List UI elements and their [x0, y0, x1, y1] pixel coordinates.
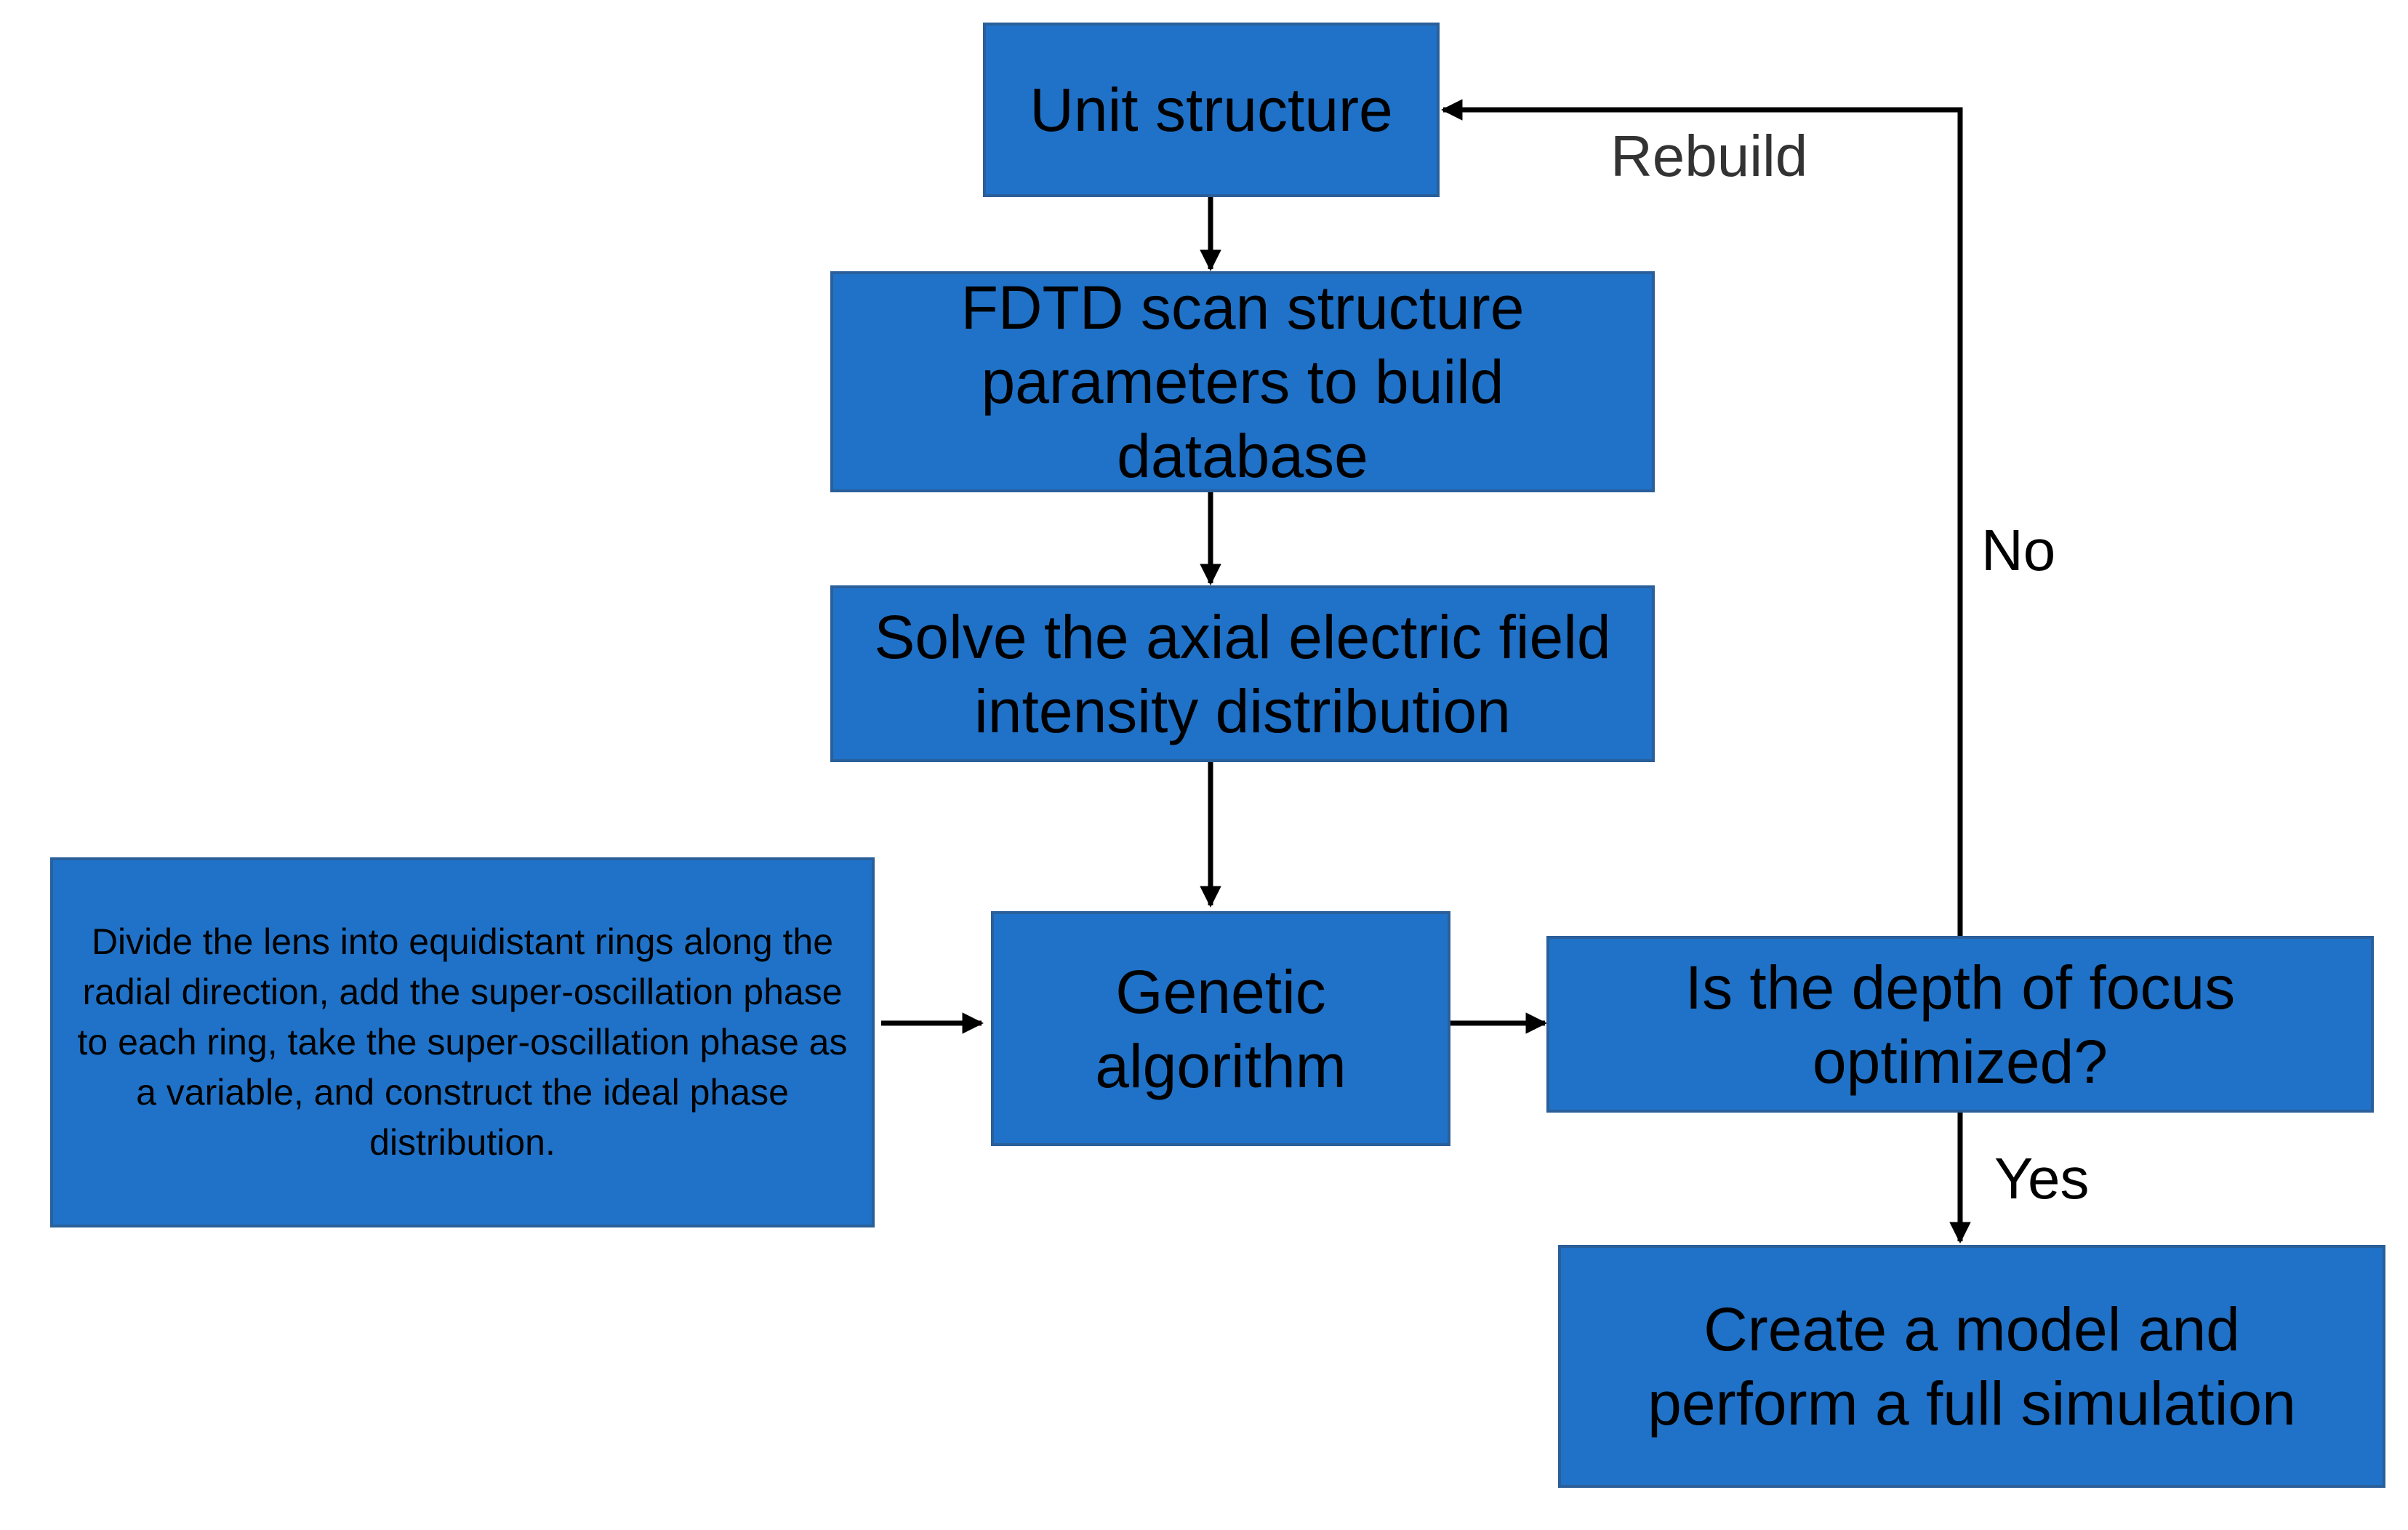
full-simulation-box: Create a model and perform a full simula… — [1558, 1245, 2385, 1488]
rebuild-label: Rebuild — [1610, 124, 1808, 188]
fdtd-scan-label: FDTD scan structure parameters to build … — [960, 273, 1525, 490]
solve-field-box: Solve the axial electric field intensity… — [830, 585, 1655, 762]
genetic-algorithm-label: Genetic algorithm — [1095, 957, 1347, 1100]
depth-of-focus-decision-box: Is the depth of focus optimized? — [1546, 936, 2374, 1113]
full-simulation-label: Create a model and perform a full simula… — [1648, 1295, 2296, 1438]
yes-label: Yes — [1994, 1146, 2090, 1211]
fdtd-scan-box: FDTD scan structure parameters to build … — [830, 271, 1655, 492]
divide-lens-box: Divide the lens into equidistant rings a… — [50, 857, 875, 1227]
solve-field-label: Solve the axial electric field intensity… — [874, 602, 1611, 745]
unit-structure-label: Unit structure — [1030, 76, 1393, 144]
depth-of-focus-question-label: Is the depth of focus optimized? — [1685, 953, 2236, 1096]
genetic-algorithm-box: Genetic algorithm — [991, 911, 1450, 1146]
arrow-decision-no-rebuild — [1441, 99, 1963, 936]
no-label: No — [1981, 518, 2056, 582]
unit-structure-box: Unit structure — [983, 23, 1440, 197]
divide-lens-label: Divide the lens into equidistant rings a… — [77, 921, 848, 1163]
